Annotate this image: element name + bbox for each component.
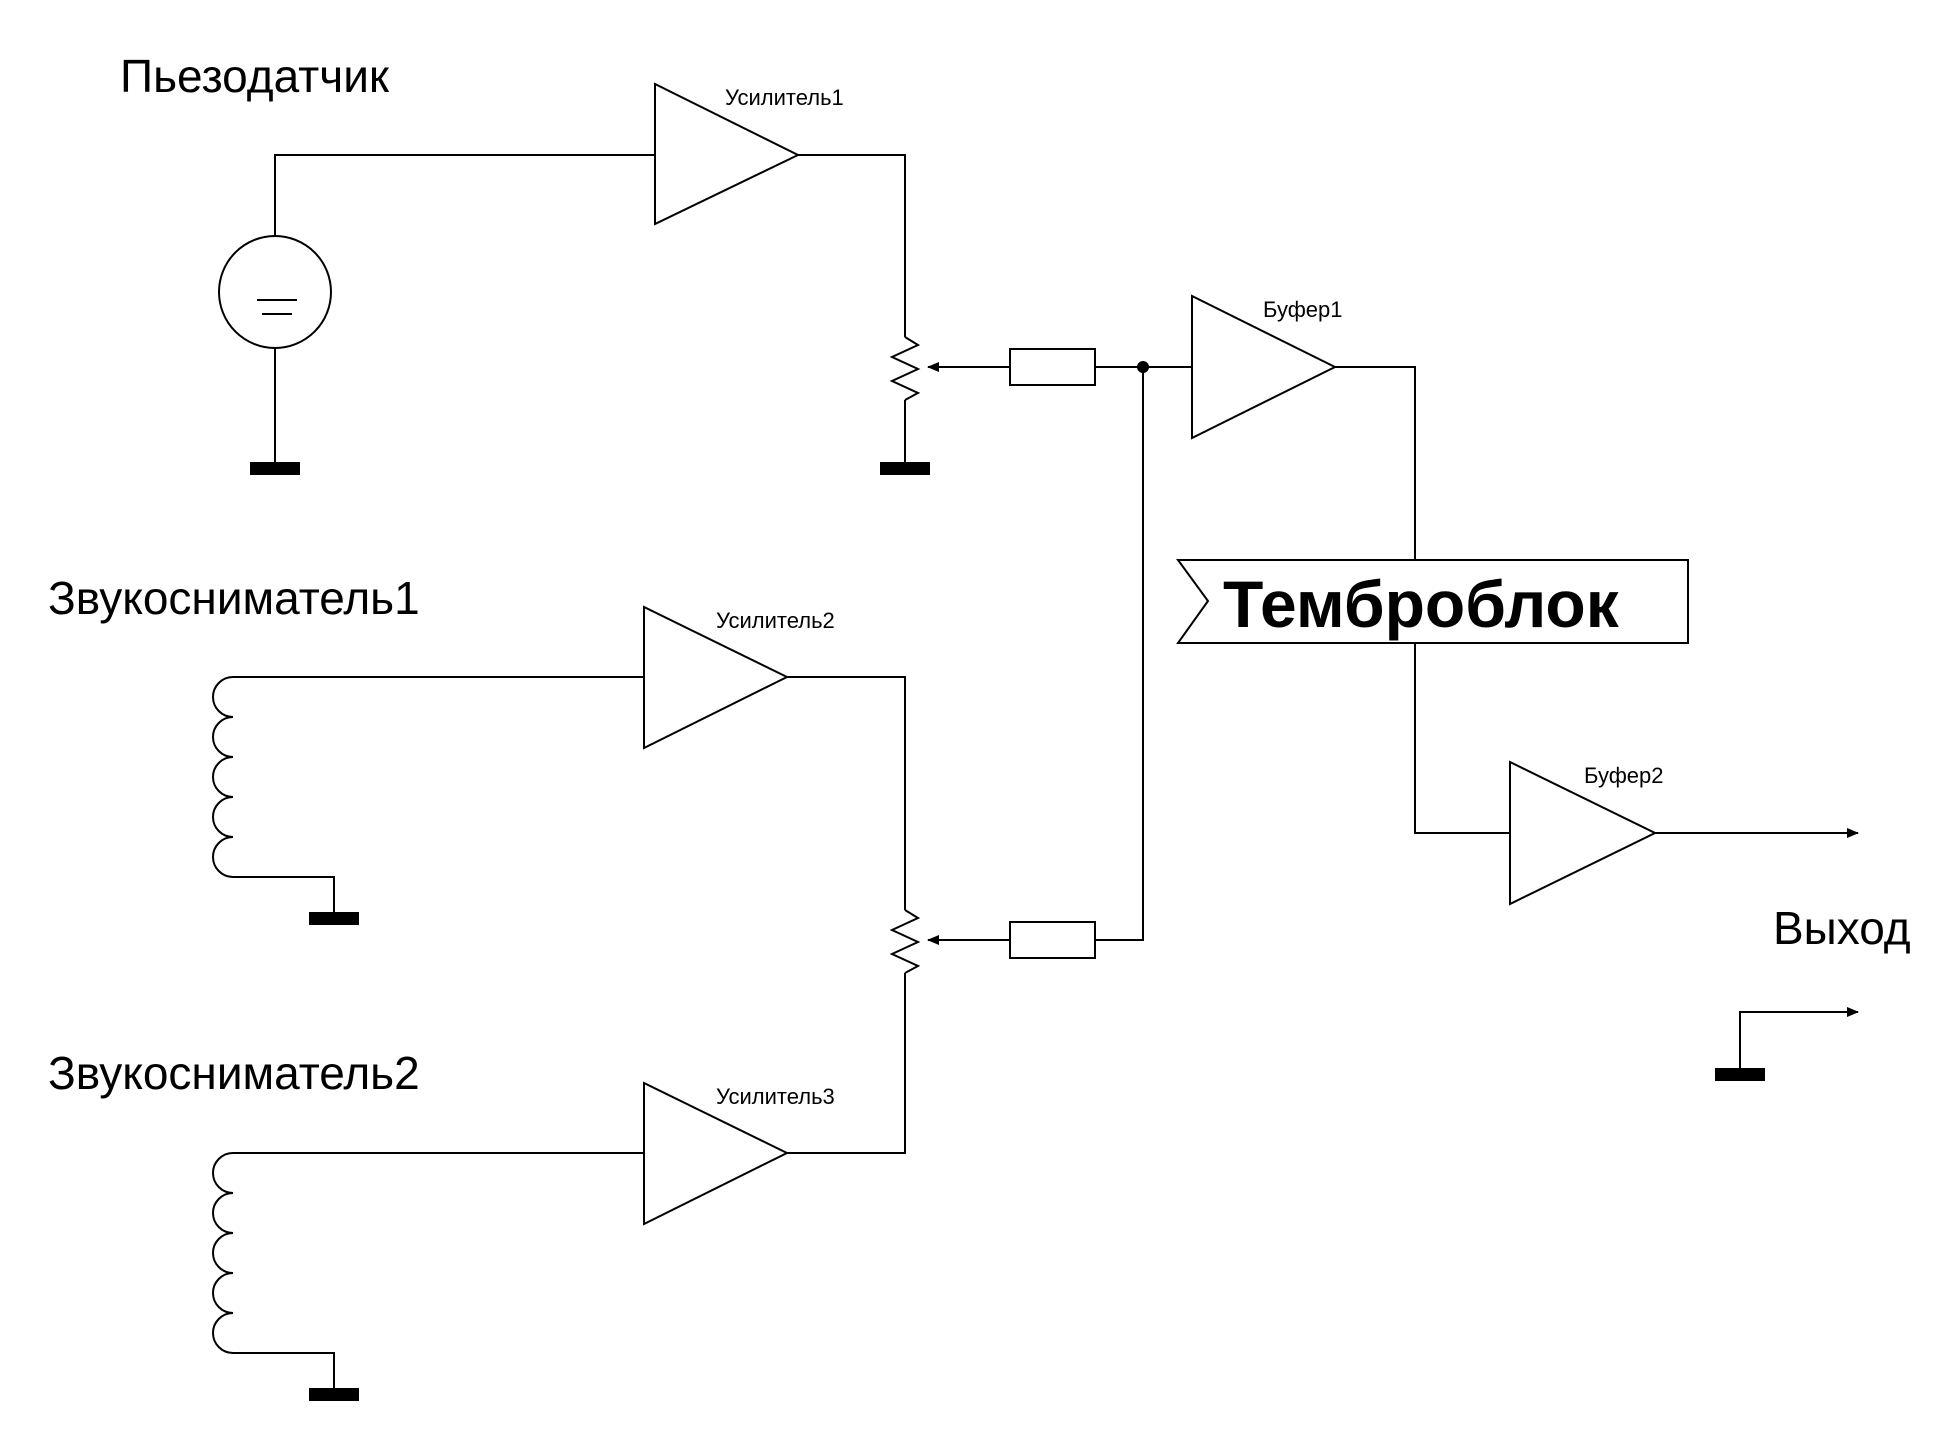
wire-tone-block-to-buffer2 <box>1414 643 1510 834</box>
amplifier-3 <box>643 1081 790 1226</box>
wire-amp2-to-pot2 <box>787 676 906 910</box>
tone-block <box>1176 559 1689 644</box>
wire-amp1-to-pot1 <box>798 154 906 337</box>
wire-buffer1-to-tone-block <box>1335 366 1416 560</box>
ground-symbol <box>1715 1068 1765 1081</box>
wire-resistor2-to-junction <box>1095 367 1144 941</box>
ground-symbol <box>880 462 930 475</box>
potentiometer-1 <box>889 336 921 401</box>
amplifier-3-label: Усилитель3 <box>716 1084 835 1109</box>
amplifier-2-label: Усилитель2 <box>716 608 835 633</box>
wire-output-ground <box>1739 1007 1859 1068</box>
output-label: Выход <box>1773 902 1911 954</box>
buffer-1-label: Буфер1 <box>1263 297 1343 322</box>
piezo-sensor-label: Пьезодатчик <box>120 50 390 102</box>
buffer-2-label: Буфер2 <box>1584 763 1664 788</box>
pickup-1-coil <box>212 676 234 878</box>
resistor-2 <box>1009 921 1096 959</box>
wire-piezo-to-amp1 <box>274 154 655 236</box>
buffer-1 <box>1191 294 1338 440</box>
pickup-2-coil <box>212 1152 234 1354</box>
amplifier-1-label: Усилитель1 <box>725 85 844 110</box>
wire-pot2-to-amp3 <box>787 973 906 1154</box>
tone-block-label: Темброблок <box>1223 567 1620 641</box>
resistor-1 <box>1009 348 1096 386</box>
amplifier-1 <box>654 82 801 226</box>
ground-symbol <box>309 912 359 925</box>
piezo-sensor-symbol <box>218 235 332 349</box>
amplifier-2 <box>643 605 790 750</box>
ground-symbol <box>250 462 300 475</box>
ground-symbol <box>309 1388 359 1401</box>
potentiometer-2 <box>889 909 921 974</box>
buffer-2 <box>1509 760 1658 906</box>
pickup-1-label: Звукосниматель1 <box>48 572 420 624</box>
wire-pickup1-to-ground <box>233 876 335 912</box>
wire-pickup2-to-ground <box>233 1352 335 1388</box>
pickup-2-label: Звукосниматель2 <box>48 1047 420 1099</box>
